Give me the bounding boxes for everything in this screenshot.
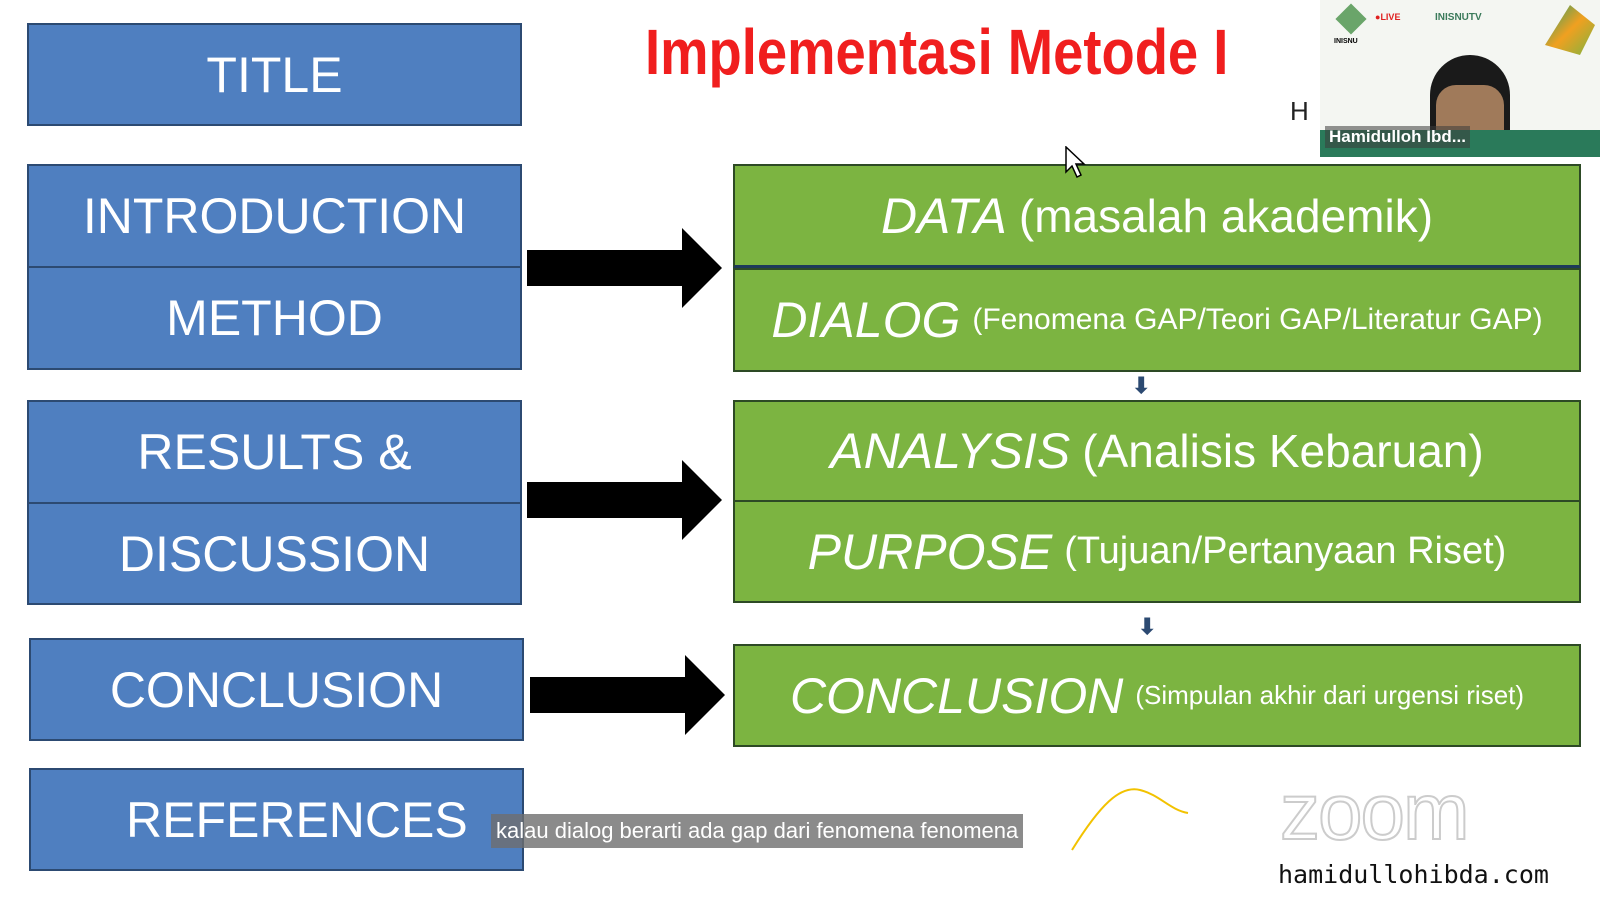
box-label: INTRODUCTION xyxy=(82,188,467,244)
mouse-cursor-icon xyxy=(1065,146,1086,179)
box-main: DATA xyxy=(880,187,1007,244)
arrow-down-icon: ⬇ xyxy=(1138,614,1157,639)
box-method: METHOD xyxy=(27,266,522,370)
box-label: CONCLUSION xyxy=(109,661,444,718)
arrow-right-icon xyxy=(530,655,725,735)
box-introduction: INTRODUCTION xyxy=(27,164,522,268)
video-thumbnail[interactable]: INISNU ●LIVE INISNUTV Hamidulloh Ibd... xyxy=(1320,0,1600,157)
box-references: REFERENCES xyxy=(29,768,524,871)
inisnu-logo-text: INISNU xyxy=(1334,38,1358,45)
inisnu-logo xyxy=(1335,3,1367,35)
box-main: ANALYSIS xyxy=(830,423,1071,479)
arrow-right-icon xyxy=(527,228,722,308)
box-main: DIALOG xyxy=(771,292,961,348)
box-sub: (masalah akademik) xyxy=(1018,189,1434,242)
box-title: TITLE xyxy=(27,23,522,126)
box-discussion: DISCUSSION xyxy=(27,502,522,605)
box-sub: (Simpulan akhir dari urgensi riset) xyxy=(1135,680,1525,710)
channel-name: INISNUTV xyxy=(1435,12,1482,23)
box-conclusion-right: CONCLUSION (Simpulan akhir dari urgensi r… xyxy=(733,644,1581,747)
box-analysis: ANALYSIS(Analisis Kebaruan) xyxy=(733,400,1581,502)
box-label: DISCUSSION xyxy=(118,525,431,582)
box-label: REFERENCES xyxy=(126,791,468,848)
box-data: DATA(masalah akademik) xyxy=(733,164,1581,268)
slide-subtitle: H xyxy=(1290,96,1309,126)
arrow-down-icon: ⬇ xyxy=(1132,373,1151,398)
box-sub: (Fenomena GAP/Teori GAP/Literatur GAP) xyxy=(972,303,1543,336)
caption-subtitle: kalau dialog berarti ada gap dari fenome… xyxy=(491,814,1024,848)
box-main: CONCLUSION xyxy=(789,667,1124,724)
box-label: TITLE xyxy=(206,46,343,103)
decor-triangles xyxy=(1545,5,1595,55)
slide-title: Implementasi Metode I xyxy=(645,16,1229,88)
live-label: LIVE xyxy=(1380,12,1401,22)
box-dialog: DIALOG (Fenomena GAP/Teori GAP/Literatur … xyxy=(733,268,1581,372)
box-purpose: PURPOSE (Tujuan/Pertanyaan Riset) xyxy=(733,500,1581,603)
arrow-right-icon xyxy=(527,460,722,540)
zoom-watermark-logo: zoom xyxy=(1279,767,1471,856)
box-results: RESULTS & xyxy=(27,400,522,504)
box-sub: (Analisis Kebaruan) xyxy=(1082,425,1484,477)
participant-name: Hamidulloh Ibd... xyxy=(1325,126,1470,148)
box-conclusion: CONCLUSION xyxy=(29,638,524,741)
box-label: RESULTS & xyxy=(137,424,412,480)
annotation-scribble xyxy=(1071,788,1189,851)
box-label: METHOD xyxy=(166,290,383,346)
live-badge: ●LIVE xyxy=(1375,12,1401,22)
watermark-url: hamidullohibda.com xyxy=(1278,860,1549,889)
box-main: PURPOSE xyxy=(807,523,1053,580)
box-sub: (Tujuan/Pertanyaan Riset) xyxy=(1064,530,1507,572)
